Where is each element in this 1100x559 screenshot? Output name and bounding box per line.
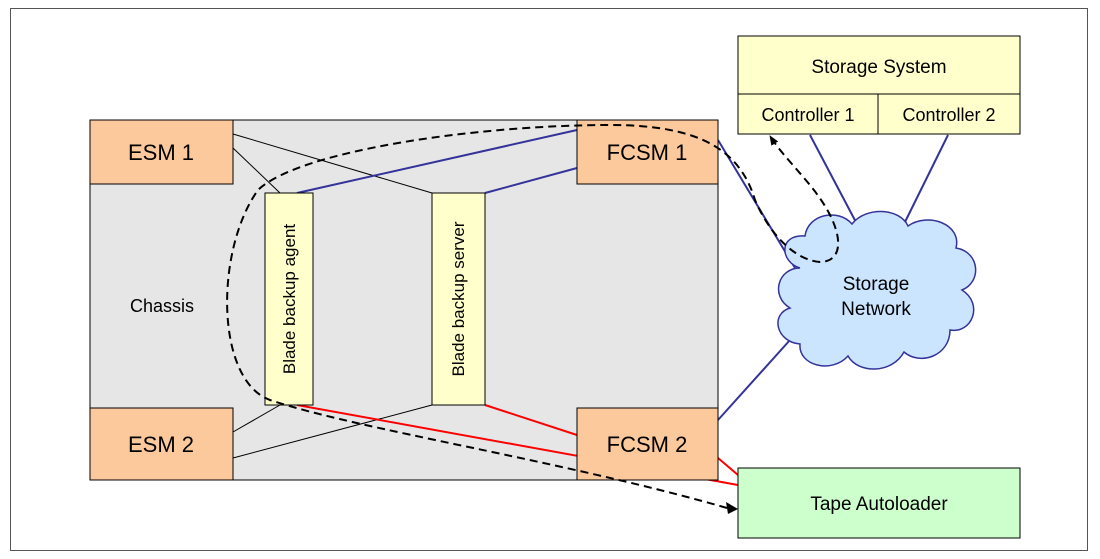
- line-server-fcsm1: [484, 167, 578, 194]
- backup-data-path: [226, 123, 840, 509]
- controller1-label: Controller 1: [761, 105, 854, 125]
- line-esm1-server: [232, 133, 433, 194]
- fcsm1-label: FCSM 1: [607, 140, 688, 165]
- storage-network-label-line2: Network: [841, 299, 911, 320]
- blade-backup-agent: Blade backup agent: [264, 192, 314, 406]
- tape-autoloader-label: Tape Autoloader: [810, 494, 948, 515]
- line-esm2-agent: [232, 404, 281, 433]
- fcsm1-module: FCSM 1: [576, 119, 719, 185]
- storage-system: Storage System Controller 1 Controller 2: [737, 35, 1021, 135]
- fcsm2-module: FCSM 2: [576, 407, 719, 481]
- chassis-label: Chassis: [130, 296, 194, 316]
- esm2-module: ESM 2: [89, 407, 234, 481]
- blade-server-label: Blade backup server: [449, 221, 468, 376]
- esm1-label: ESM 1: [128, 140, 194, 165]
- line-esm1-agent: [232, 147, 281, 194]
- line-fcsm2-tape: [717, 457, 739, 476]
- backup-path-arrow-icon: [726, 502, 738, 514]
- storage-system-label: Storage System: [811, 57, 946, 78]
- blade-agent-label: Blade backup agent: [280, 224, 299, 375]
- line-esm2-server: [232, 404, 433, 459]
- esm1-module: ESM 1: [89, 119, 234, 185]
- san-connections: [296, 129, 949, 421]
- tape-autoloader: Tape Autoloader: [737, 467, 1021, 539]
- line-agent-fcsm1: [296, 129, 578, 194]
- line-fcsm2-network: [717, 339, 791, 421]
- fcsm2-label: FCSM 2: [607, 432, 688, 457]
- line-controller1-network: [809, 134, 859, 227]
- controller2-label: Controller 2: [902, 105, 995, 125]
- blade-backup-server: Blade backup server: [431, 192, 486, 406]
- line-server-fcsm2: [484, 404, 578, 436]
- line-fcsm1-network: [717, 139, 796, 269]
- storage-network-cloud: Storage Network: [777, 210, 977, 370]
- storage-network-label-line1: Storage: [843, 274, 910, 295]
- line-controller2-network: [904, 134, 949, 223]
- esm2-label: ESM 2: [128, 432, 194, 457]
- lan-connections: [232, 133, 433, 459]
